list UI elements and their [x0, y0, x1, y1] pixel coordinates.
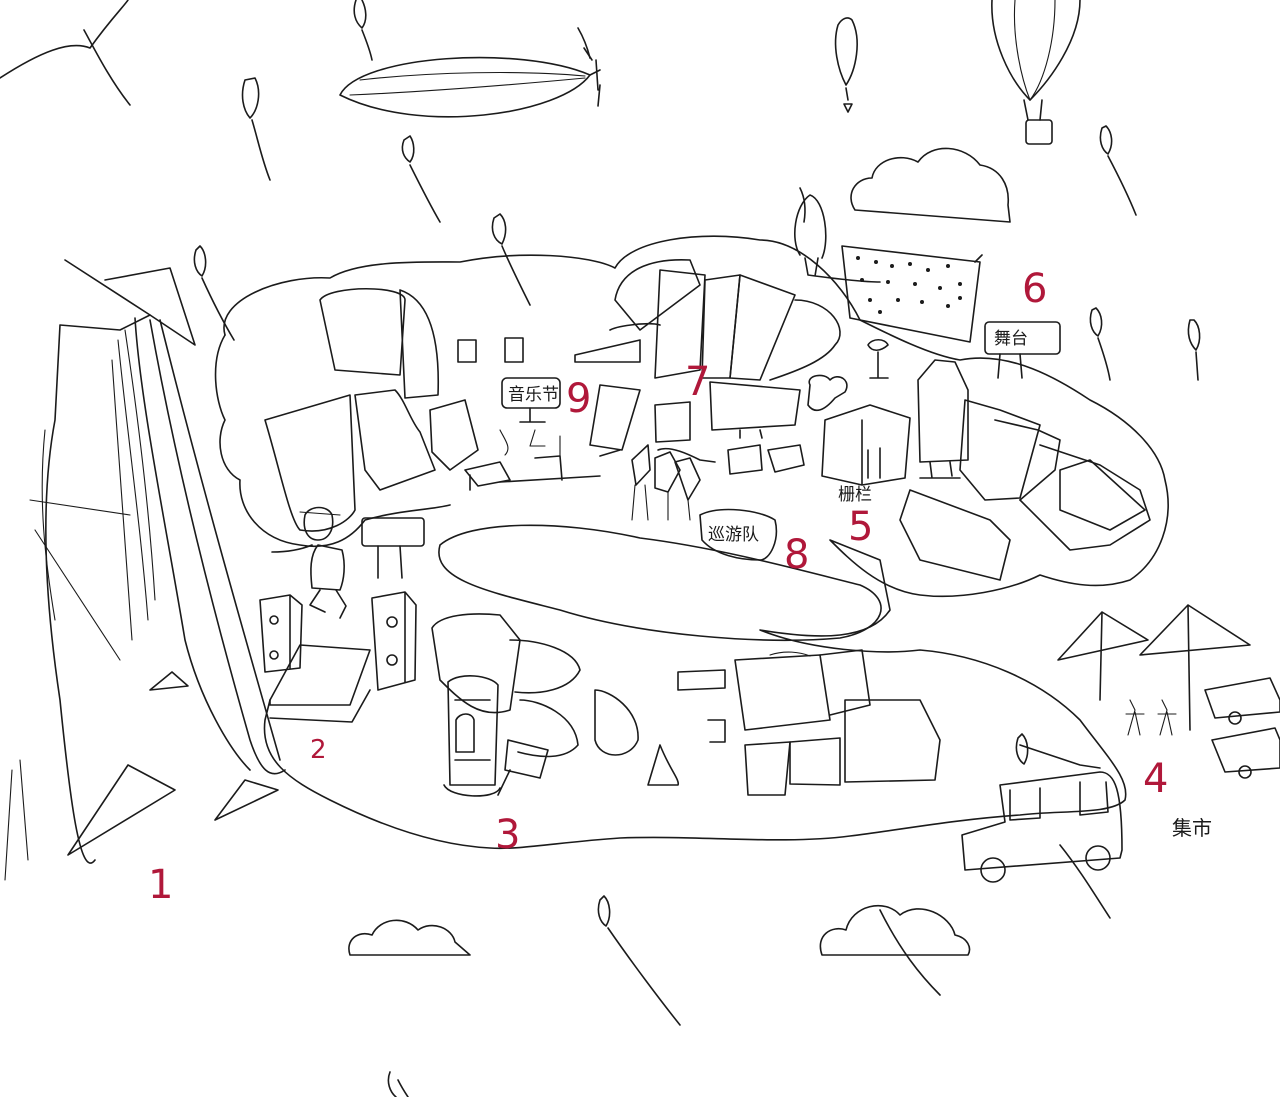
sign-text-music-festival: 音乐节	[508, 385, 559, 405]
pond	[438, 524, 882, 641]
stage-screen	[841, 245, 983, 379]
zone-number-6: 6	[1022, 266, 1047, 312]
zone-numbers: 1 2 3 4 5 6 7 8 9	[148, 266, 1168, 908]
tree-icon	[794, 187, 881, 283]
cloud-bottom-right	[819, 904, 971, 956]
hot-air-balloon-icon	[991, 0, 1081, 145]
zone-number-5: 5	[848, 504, 873, 550]
zone-number-3: 3	[495, 812, 520, 858]
balloons	[193, 0, 1201, 1097]
speakers	[259, 591, 417, 723]
airship-icon	[339, 27, 601, 118]
buildings-center	[614, 259, 841, 475]
park-outline	[223, 235, 1169, 850]
stage-sign: 舞台	[984, 321, 1061, 379]
buildings-left	[264, 288, 661, 532]
cloud-upper-right	[850, 147, 1011, 223]
label-market: 集市	[1172, 816, 1212, 840]
buildings-right	[807, 359, 1151, 581]
zone-number-1: 1	[148, 862, 173, 908]
zone-number-4: 4	[1143, 756, 1168, 802]
market-area	[1057, 604, 1280, 779]
sign-text-fence: 栅栏	[838, 485, 872, 505]
guide-character	[271, 506, 347, 619]
cloud-top-left	[0, 0, 129, 79]
truck-icon	[961, 744, 1123, 883]
music-festival-sign: 音乐节	[499, 377, 561, 457]
zone-number-9: 9	[566, 376, 591, 422]
zone-number-7: 7	[685, 359, 710, 405]
signpost	[361, 517, 425, 579]
kiosk	[443, 675, 549, 797]
sign-text-stage: 舞台	[994, 329, 1028, 349]
zone-number-2: 2	[310, 735, 327, 765]
sign-text-parade: 巡游队	[708, 525, 759, 545]
cloud-bottom-left	[348, 919, 471, 956]
zone-number-8: 8	[784, 532, 809, 578]
parade-figures: 巡游队	[631, 444, 778, 561]
cliff-left	[4, 259, 286, 881]
buildings-lower	[431, 613, 941, 796]
